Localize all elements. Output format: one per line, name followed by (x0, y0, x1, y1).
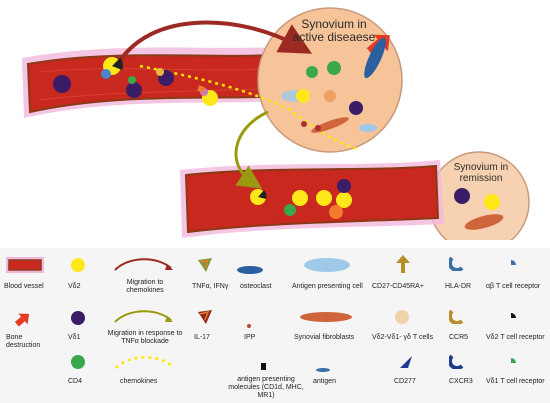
ccr5-icon (447, 308, 465, 329)
migration-tnf-arrow-icon (111, 306, 177, 331)
apm-icon (261, 358, 267, 376)
apc-icon (302, 256, 352, 279)
remission-synovium-label: Synovium in remission (453, 162, 509, 184)
il17-icon (196, 308, 214, 331)
legend-bone-destruction: Bone destruction (6, 334, 41, 349)
vd2-cell-icon (70, 257, 86, 278)
osteoclast-icon (236, 262, 264, 280)
legend-apc: Antigen presenting cell (292, 283, 363, 290)
legend-cxcr3: CXCR3 (449, 378, 473, 385)
osteoclast (364, 37, 386, 79)
legend-ipp: IPP (244, 334, 256, 341)
legend-ccr5: CCR5 (449, 334, 469, 341)
abtcr-icon (506, 257, 516, 275)
active-synovium-label: Synovium in active diseaese (292, 17, 376, 44)
vessel-cells-upper (53, 57, 218, 106)
legend-vd1tcr: Vδ1 T cell receptor (486, 378, 545, 385)
legend-vd2neg: Vδ2-Vδ1- γδ T cells (372, 334, 433, 341)
legend-vd2: Vδ2 (68, 283, 81, 290)
vessel-cells-lower (250, 179, 352, 219)
legend-hladr: HLA-DR (445, 283, 472, 290)
cd27-arrow-icon (396, 255, 410, 278)
legend-osteoclast: osteoclast (240, 283, 272, 290)
migration-arrow-tnf-blockade (234, 110, 269, 189)
legend-migration-tnf: Migration in response to TNFα blockade (107, 330, 183, 345)
synovium-cells-remission (454, 188, 504, 230)
legend-apm: antigen presenting molecules (CD1d, MHC,… (228, 376, 304, 399)
legend-cd27: CD27-CD45RA+ (372, 283, 424, 290)
legend-fibroblasts: Synovial fibroblasts (294, 334, 355, 341)
legend-blood-vessel: Blood vessel (4, 283, 44, 290)
tnf-icon (196, 256, 214, 279)
migration-arrow-icon (111, 254, 177, 279)
chemokines-icon (112, 352, 176, 377)
legend-abtcr: αβ T cell receptor (486, 283, 541, 290)
fibroblast-icon (298, 310, 354, 329)
migration-arrow-to-synovium (116, 20, 313, 66)
legend-antigen: antigen (313, 378, 336, 385)
antigen-icon (315, 360, 331, 378)
vd1tcr-icon (506, 355, 516, 373)
legend: Blood vessel Vδ2 Migration to chemokines… (0, 248, 550, 403)
hladr-icon (447, 255, 465, 276)
cxcr3-icon (447, 353, 465, 374)
legend-il17: IL-17 (194, 334, 210, 341)
legend-tnf: TNFα, IFNγ (192, 283, 229, 290)
diagram-scene (22, 7, 530, 240)
legend-vd2tcr: Vδ2 T cell receptor (486, 334, 545, 341)
cd277-icon (398, 354, 414, 375)
vd2neg-cell-icon (394, 309, 410, 330)
vd1-cell-icon (70, 310, 86, 331)
legend-chemokines: chemokines (120, 378, 158, 385)
legend-cd4: CD4 (68, 378, 83, 385)
bone-destruction-icon (14, 310, 32, 333)
cd4-cell-icon (70, 354, 86, 375)
ipp-icon (246, 316, 252, 334)
lower-blood-vessel (180, 160, 444, 238)
legend-cd277: CD277 (394, 378, 416, 385)
legend-migration: Migration to chemokines (126, 279, 164, 294)
synovium-cells-active (281, 61, 377, 133)
vd2tcr-icon (506, 310, 516, 328)
blood-vessel-icon (6, 257, 44, 273)
legend-vd1: Vδ1 (68, 334, 81, 341)
